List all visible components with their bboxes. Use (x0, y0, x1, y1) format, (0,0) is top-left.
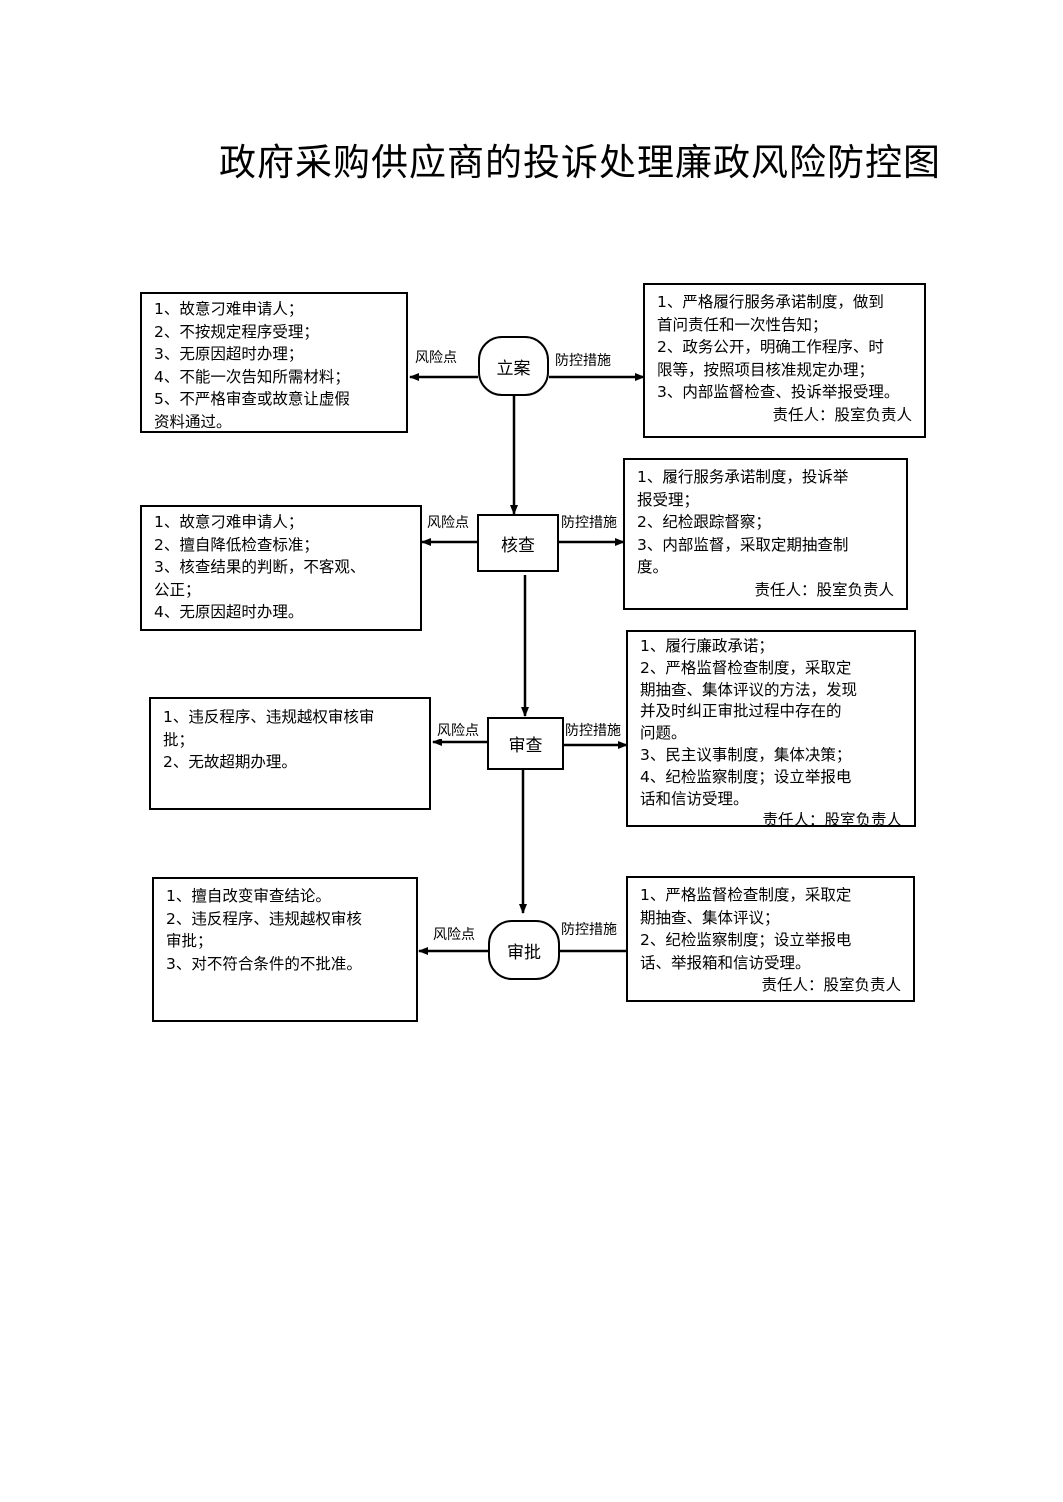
risk-item: 4、无原因超时办理。 (154, 603, 304, 621)
risk-box-4: 1、擅自改变审查结论。 2、违反程序、违规越权审核 审批； 3、对不符合条件的不… (152, 877, 418, 1022)
control-box-2: 1、履行服务承诺制度，投诉举 报受理； 2、纪检跟踪督察； 3、内部监督，采取定… (623, 458, 908, 610)
risk-box-3: 1、违反程序、违规越权审核审 批； 2、无故超期办理。 (149, 697, 431, 810)
risk-item: 2、擅自降低检查标准； (154, 535, 319, 554)
responsible-person: 责任人：股室负责人 (762, 811, 902, 830)
control-box-4: 1、严格监督检查制度，采取定 期抽查、集体评议； 2、纪检监察制度；设立举报电 … (626, 876, 915, 1002)
control-item: 并及时纠正审批过程中存在的 (640, 702, 842, 721)
control-item: 4、纪检监察制度；设立举报电 (640, 767, 852, 786)
control-item: 1、履行廉政承诺； (640, 637, 774, 655)
risk-item: 2、不按规定程序受理； (154, 322, 319, 341)
control-item: 话和信访受理。 (640, 789, 749, 808)
control-item: 报受理； (637, 490, 700, 509)
node-lian: 立案 (478, 336, 549, 396)
risk-item: 1、故意刁难申请人； (154, 300, 304, 318)
control-label-3: 防控措施 (565, 723, 621, 739)
responsible-person: 责任人：股室负责人 (772, 405, 912, 424)
node-shencha: 审查 (487, 717, 564, 770)
risk-item: 2、违反程序、违规越权审核 (166, 909, 362, 928)
risk-item: 3、对不符合条件的不批准。 (166, 954, 362, 973)
risk-item: 3、核查结果的判断，不客观、 (154, 558, 366, 576)
control-item: 1、履行服务承诺制度，投诉举 (637, 468, 849, 486)
risk-item: 4、不能一次告知所需材料； (154, 367, 350, 386)
control-item: 2、政务公开，明确工作程序、时 (657, 338, 884, 356)
control-item: 首问责任和一次性告知； (657, 315, 828, 334)
risk-item: 1、违反程序、违规越权审核审 (163, 708, 375, 726)
control-item: 3、内部监督检查、投诉举报受理。 (657, 383, 900, 401)
control-item: 2、纪检跟踪督察； (637, 513, 771, 531)
control-item: 问题。 (640, 724, 687, 743)
responsible-person: 责任人：股室负责人 (754, 580, 894, 599)
control-item: 度。 (637, 558, 669, 576)
risk-item: 5、不严格审查或故意让虚假 (154, 390, 350, 408)
risk-item: 3、无原因超时办理； (154, 345, 304, 363)
node-hecha: 核查 (477, 514, 559, 572)
risk-item: 1、擅自改变审查结论。 (166, 887, 331, 905)
risk-label-3: 风险点 (437, 723, 479, 739)
risk-item: 审批； (166, 932, 213, 950)
control-item: 1、严格履行服务承诺制度，做到 (657, 293, 884, 311)
control-box-1: 1、严格履行服务承诺制度，做到 首问责任和一次性告知； 2、政务公开，明确工作程… (643, 283, 926, 438)
control-label-1: 防控措施 (555, 353, 611, 369)
control-label-4: 防控措施 (561, 922, 617, 938)
node-shenpi: 审批 (488, 920, 560, 980)
risk-item: 资料通过。 (154, 412, 232, 431)
control-item: 期抽查、集体评议； (640, 908, 780, 927)
control-label-2: 防控措施 (561, 515, 617, 531)
control-item: 话、举报箱和信访受理。 (640, 953, 811, 972)
risk-box-1: 1、故意刁难申请人； 2、不按规定程序受理； 3、无原因超时办理； 4、不能一次… (140, 292, 408, 433)
risk-item: 批； (163, 730, 195, 749)
control-box-3: 1、履行廉政承诺； 2、严格监督检查制度，采取定 期抽查、集体评议的方法，发现 … (626, 630, 916, 829)
risk-label-2: 风险点 (427, 515, 469, 531)
control-item: 期抽查、集体评议的方法，发现 (640, 680, 858, 699)
control-item: 3、民主议事制度，集体决策； (640, 745, 852, 764)
risk-box-2: 1、故意刁难申请人； 2、擅自降低检查标准； 3、核查结果的判断，不客观、 公正… (140, 505, 422, 631)
control-item: 3、内部监督，采取定期抽查制 (637, 535, 849, 554)
risk-label-1: 风险点 (415, 350, 457, 366)
control-item: 2、纪检监察制度；设立举报电 (640, 931, 852, 949)
risk-item: 1、故意刁难申请人； (154, 513, 304, 531)
control-item: 2、严格监督检查制度，采取定 (640, 658, 852, 677)
control-item: 1、严格监督检查制度，采取定 (640, 886, 852, 904)
risk-item: 公正； (154, 580, 201, 599)
responsible-person: 责任人：股室负责人 (761, 976, 901, 994)
risk-item: 2、无故超期办理。 (163, 753, 297, 771)
page-title: 政府采购供应商的投诉处理廉政风险防控图 (219, 141, 941, 184)
risk-label-4: 风险点 (433, 927, 475, 943)
control-item: 限等，按照项目核准规定办理； (657, 360, 875, 379)
